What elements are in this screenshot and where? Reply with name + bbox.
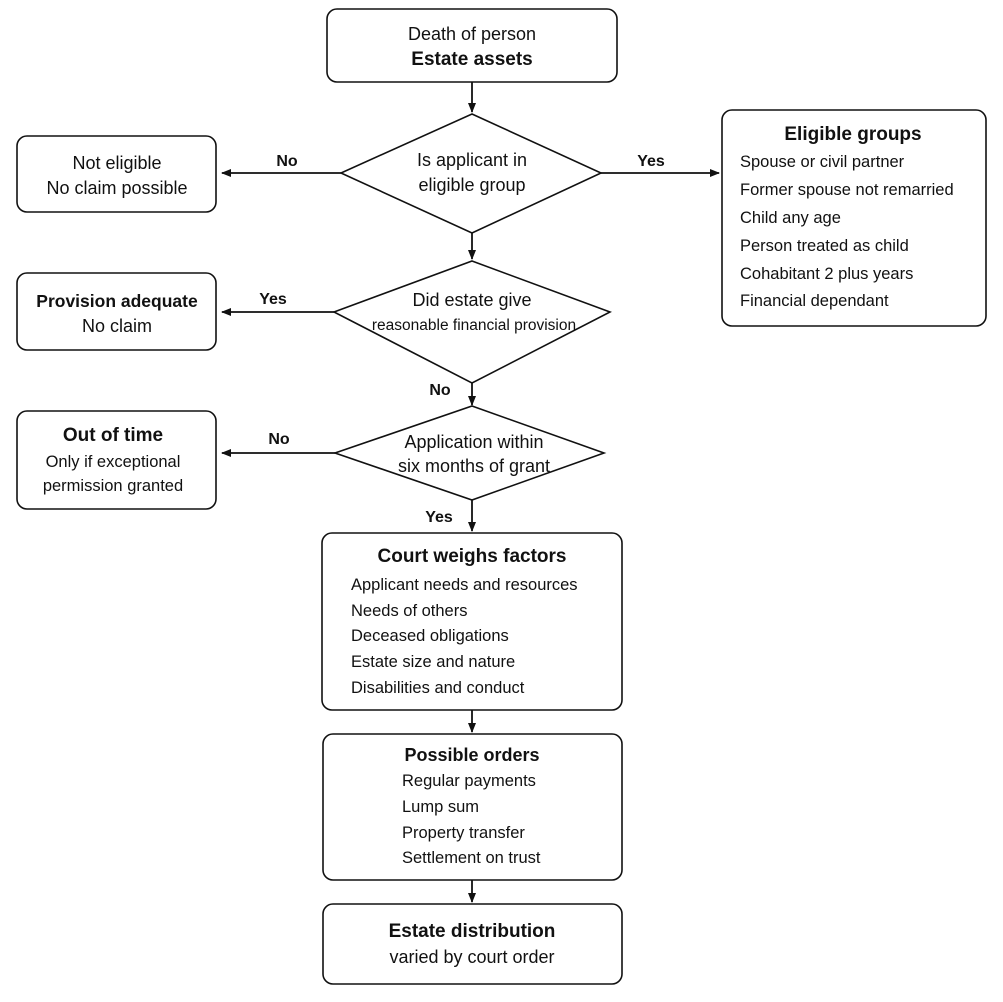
possible-order-item: Lump sum — [402, 798, 479, 816]
edge-label-eligibility-yes: Yes — [637, 153, 665, 170]
edge-label-provision-no: No — [429, 382, 451, 399]
start-line2: Estate assets — [411, 49, 532, 70]
out-of-time-line3: permission granted — [43, 477, 183, 495]
start-box: Death of person Estate assets — [326, 8, 618, 83]
eligibility-question-line2: eligible group — [418, 175, 525, 195]
time-question-line1: Application within — [404, 432, 543, 452]
eligible-group-item: Cohabitant 2 plus years — [740, 265, 913, 283]
eligible-group-item: Financial dependant — [740, 292, 889, 310]
estate-distribution-line2: varied by court order — [389, 947, 554, 967]
provision-question-line2: reasonable financial provision — [372, 317, 576, 334]
edge-label-time-yes: Yes — [425, 509, 453, 526]
possible-order-item: Settlement on trust — [402, 849, 541, 867]
eligibility-decision: Is applicant in eligible group — [339, 113, 603, 234]
eligible-groups-title: Eligible groups — [784, 124, 921, 145]
court-factor-item: Deceased obligations — [351, 627, 509, 645]
possible-orders-box: Possible orders Regular payments Lump su… — [322, 733, 623, 881]
eligible-groups-box: Eligible groups Spouse or civil partner … — [721, 109, 987, 327]
provision-adequate-title: Provision adequate — [36, 291, 198, 311]
eligible-group-item: Spouse or civil partner — [740, 153, 905, 171]
time-question-line2: six months of grant — [398, 456, 550, 476]
possible-orders-title: Possible orders — [404, 745, 539, 765]
out-of-time-title: Out of time — [63, 425, 163, 446]
provision-question-line1: Did estate give — [412, 290, 531, 310]
not-eligible-line1: Not eligible — [72, 153, 161, 173]
court-factors-title: Court weighs factors — [378, 546, 567, 567]
not-eligible-line2: No claim possible — [46, 178, 187, 198]
court-factors-box: Court weighs factors Applicant needs and… — [321, 532, 623, 711]
provision-adequate-box: Provision adequate No claim — [16, 272, 217, 351]
start-line1: Death of person — [408, 24, 536, 44]
court-factor-item: Needs of others — [351, 602, 467, 620]
court-factor-item: Applicant needs and resources — [351, 576, 578, 594]
edge-label-provision-yes: Yes — [259, 291, 287, 308]
possible-order-item: Regular payments — [402, 772, 536, 790]
eligible-group-item: Person treated as child — [740, 237, 909, 255]
out-of-time-line2: Only if exceptional — [46, 453, 181, 471]
provision-adequate-line2: No claim — [82, 316, 152, 336]
connectors — [221, 82, 720, 903]
provision-decision: Did estate give reasonable financial pro… — [332, 260, 612, 384]
possible-order-item: Property transfer — [402, 824, 525, 842]
estate-distribution-title: Estate distribution — [389, 921, 556, 942]
eligible-group-item: Former spouse not remarried — [740, 181, 954, 199]
out-of-time-box: Out of time Only if exceptional permissi… — [16, 410, 217, 510]
edge-label-eligibility-no: No — [276, 153, 298, 170]
eligible-group-item: Child any age — [740, 209, 841, 227]
not-eligible-box: Not eligible No claim possible — [16, 135, 217, 213]
time-decision: Application within six months of grant — [332, 405, 607, 501]
edge-label-time-no: No — [268, 431, 290, 448]
estate-distribution-box: Estate distribution varied by court orde… — [322, 903, 623, 985]
eligibility-question-line1: Is applicant in — [417, 150, 527, 170]
court-factor-item: Disabilities and conduct — [351, 679, 525, 697]
court-factor-item: Estate size and nature — [351, 653, 515, 671]
